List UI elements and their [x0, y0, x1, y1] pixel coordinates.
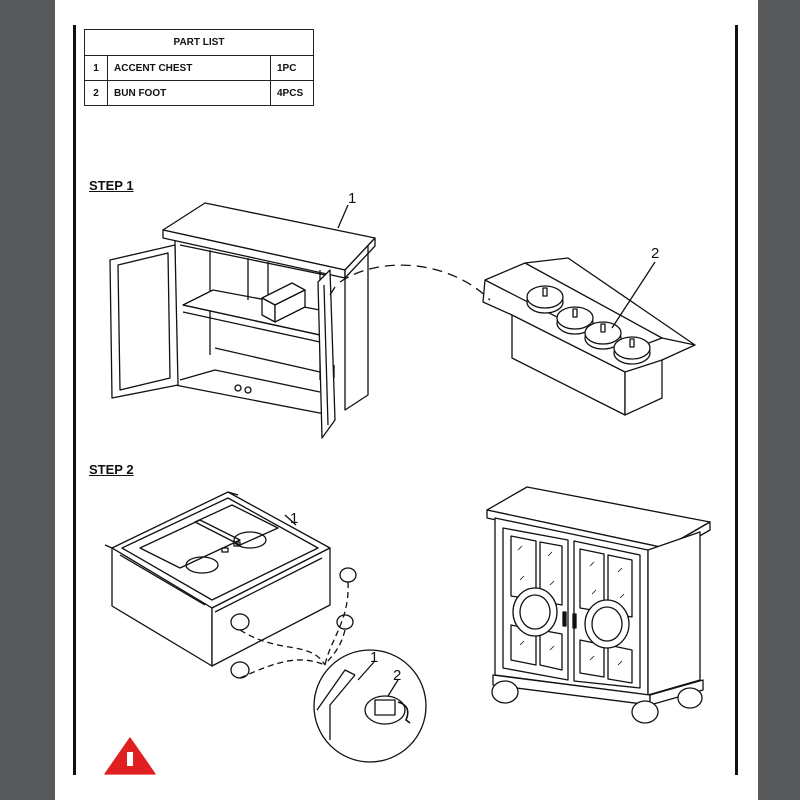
part-list-title: PART LIST — [84, 29, 314, 56]
step-1-label: STEP 1 — [89, 178, 134, 193]
part-name: ACCENT CHEST — [107, 55, 271, 81]
table-row: 2 BUN FOOT 4PCS — [84, 80, 314, 106]
left-border-line — [73, 25, 76, 775]
right-gray-margin — [758, 0, 800, 800]
callout-chest-step2: 1 — [290, 510, 298, 527]
callout-chest-step1: 1 — [348, 190, 356, 207]
upside-down-chest-illustration: 1 — [104, 491, 357, 679]
bun-foot-detail-circle: 1 2 — [313, 649, 427, 763]
step-2-label: STEP 2 — [89, 462, 134, 477]
right-border-line — [735, 25, 738, 775]
part-number: 2 — [84, 80, 108, 106]
callout-foot-step1: 2 — [651, 245, 659, 262]
dashed-guide-line — [339, 264, 491, 301]
open-chest-illustration: 1 — [109, 190, 376, 439]
bun-foot-box-illustration: 2 — [482, 245, 696, 416]
table-row: 1 ACCENT CHEST 1PC — [84, 55, 314, 81]
callout-chest-detail: 1 — [370, 649, 378, 666]
callout-foot-detail: 2 — [393, 667, 401, 684]
left-gray-margin — [0, 0, 55, 800]
warning-exclamation-icon — [127, 752, 133, 766]
assembled-chest-illustration — [486, 486, 711, 724]
part-quantity: 4PCS — [270, 80, 314, 106]
part-list-table: PART LIST 1 ACCENT CHEST 1PC 2 BUN FOOT … — [84, 29, 314, 106]
